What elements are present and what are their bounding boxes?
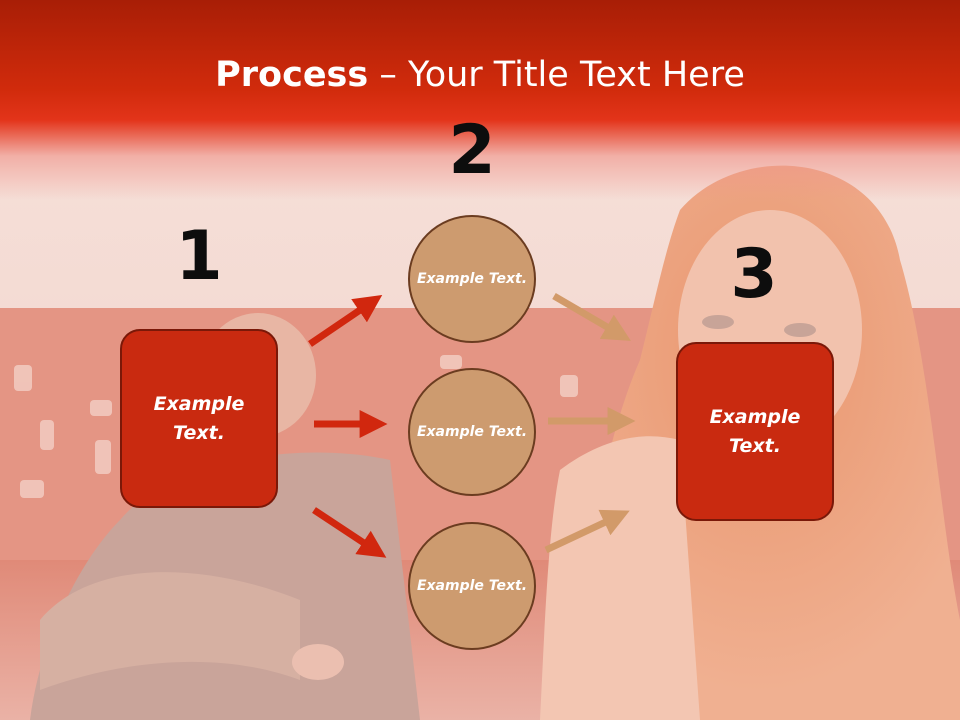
man-arm [40, 572, 300, 690]
step-2-circle-middle: Example Text. [408, 368, 536, 496]
header-band [0, 0, 960, 200]
step-number-1: 1 [175, 217, 223, 296]
step-3-box: Example Text. [676, 342, 834, 521]
woman-shoulder [540, 436, 700, 720]
slide-title: Process – Your Title Text Here [0, 52, 960, 98]
woman-eye-left [702, 315, 734, 329]
title-rest: – Your Title Text Here [368, 55, 745, 95]
step-number-3: 3 [730, 235, 778, 314]
man-hand [292, 644, 344, 680]
sofa-pattern [14, 355, 578, 498]
step-2-circle-top: Example Text. [408, 215, 536, 343]
step-2-circle-bottom: Example Text. [408, 522, 536, 650]
woman-eye-right [784, 323, 816, 337]
title-bold: Process [215, 55, 369, 95]
step-number-2: 2 [448, 111, 496, 190]
step-1-box: Example Text. [120, 329, 278, 508]
